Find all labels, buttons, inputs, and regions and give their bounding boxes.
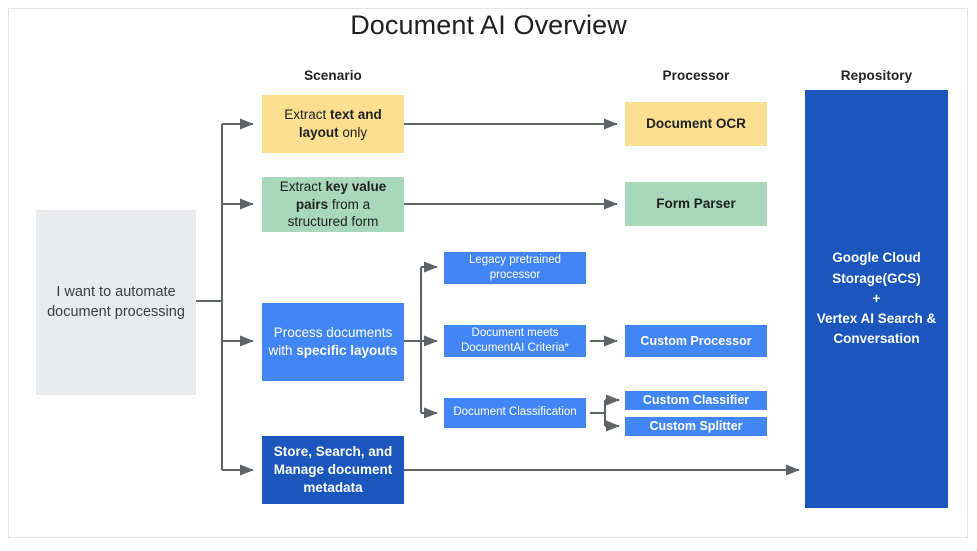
processor-box-form-parser[interactable]: Form Parser xyxy=(625,182,767,226)
repository-label: Google Cloud Storage(GCS)+Vertex AI Sear… xyxy=(816,250,937,347)
scenario-label: Store, Search, and Manage document metad… xyxy=(273,444,393,495)
scenario-box-process-specific-layouts[interactable]: Process documents with specific layouts xyxy=(262,303,404,381)
repository-box-gcs-vertex[interactable]: Google Cloud Storage(GCS)+Vertex AI Sear… xyxy=(805,90,948,508)
scenario-label: Extract key value pairs from a structure… xyxy=(279,178,387,230)
processor-box-custom-splitter[interactable]: Custom Splitter xyxy=(625,417,767,436)
column-header-repository: Repository xyxy=(840,68,913,83)
page-title: Document AI Overview xyxy=(350,10,627,40)
column-header-scenario: Scenario xyxy=(304,68,362,83)
scenario-label: Process documents with specific layouts xyxy=(268,325,398,358)
source-box[interactable]: I want to automate document processing xyxy=(36,210,196,395)
branch-box-document-classification[interactable]: Document Classification xyxy=(444,398,586,428)
processor-label: Custom Classifier xyxy=(642,393,750,408)
scenario-label: Extract text and layout only xyxy=(284,107,382,140)
scenario-box-store-search-manage[interactable]: Store, Search, and Manage document metad… xyxy=(262,436,404,504)
processor-box-document-ocr[interactable]: Document OCR xyxy=(625,102,767,146)
processor-box-custom-processor[interactable]: Custom Processor xyxy=(625,325,767,357)
processor-box-custom-classifier[interactable]: Custom Classifier xyxy=(625,391,767,410)
processor-label: Custom Splitter xyxy=(649,419,743,434)
branch-label: Document meets DocumentAI Criteria* xyxy=(460,326,569,354)
branch-box-document-meets-criteria[interactable]: Document meets DocumentAI Criteria* xyxy=(444,325,586,357)
branch-label: Legacy pretrained processor xyxy=(468,253,562,281)
scenario-box-extract-key-value[interactable]: Extract key value pairs from a structure… xyxy=(262,177,404,232)
processor-label: Custom Processor xyxy=(640,333,752,348)
source-label: I want to automate document processing xyxy=(47,284,185,320)
branch-box-legacy-pretrained[interactable]: Legacy pretrained processor xyxy=(444,252,586,284)
column-header-processor: Processor xyxy=(662,68,730,83)
branch-label: Document Classification xyxy=(453,406,577,419)
processor-label: Form Parser xyxy=(656,196,736,212)
scenario-box-extract-text-layout[interactable]: Extract text and layout only xyxy=(262,95,404,153)
processor-label: Document OCR xyxy=(646,116,746,132)
